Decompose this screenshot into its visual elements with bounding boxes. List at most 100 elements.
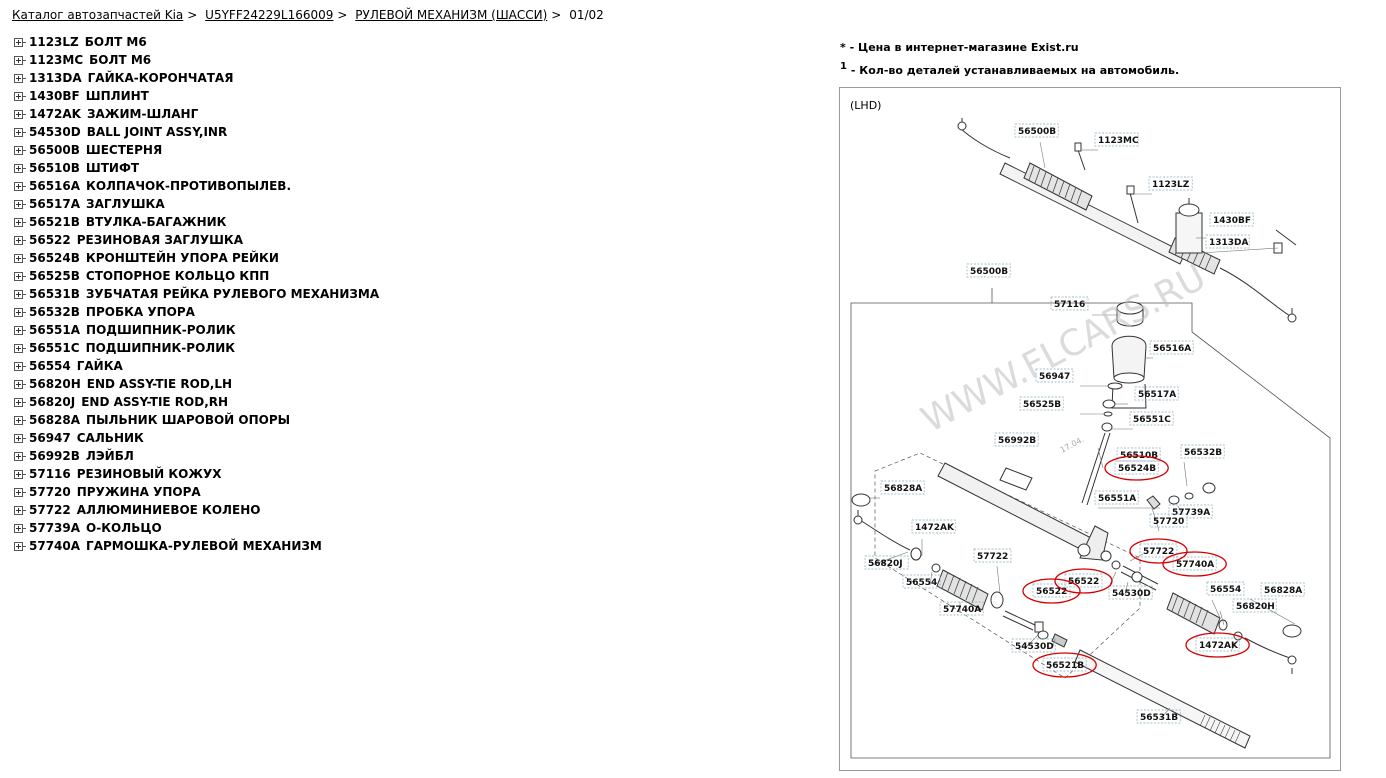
breadcrumb-separator: > — [551, 8, 562, 22]
expand-plus-icon[interactable] — [14, 343, 26, 353]
expand-plus-icon[interactable] — [14, 181, 26, 191]
expand-plus-icon[interactable] — [14, 199, 26, 209]
callout-label[interactable]: 56820J — [868, 559, 903, 569]
expand-plus-icon[interactable] — [14, 235, 26, 245]
callout-label[interactable]: 56551A — [1098, 494, 1136, 504]
expand-plus-icon[interactable] — [14, 163, 26, 173]
callout-label[interactable]: 56828A — [1264, 586, 1302, 596]
callout-label[interactable]: 56517A — [1138, 390, 1176, 400]
callout-label[interactable]: 56828A — [884, 484, 922, 494]
expand-plus-icon[interactable] — [14, 307, 26, 317]
expand-plus-icon[interactable] — [14, 109, 26, 119]
expand-plus-icon[interactable] — [14, 379, 26, 389]
expand-plus-icon[interactable] — [14, 145, 26, 155]
callout-label[interactable]: 56522 — [1068, 577, 1099, 587]
callout-label[interactable]: 56554 — [1210, 585, 1241, 595]
expand-plus-icon[interactable] — [14, 73, 26, 83]
callout-label[interactable]: 57740A — [1176, 560, 1214, 570]
expand-plus-icon[interactable] — [14, 397, 26, 407]
expand-plus-icon[interactable] — [14, 433, 26, 443]
callout-label[interactable]: 56525B — [1023, 400, 1061, 410]
callout-label[interactable]: 1123MC — [1098, 136, 1139, 146]
callout-label[interactable]: 57740A — [943, 605, 981, 615]
expand-plus-icon[interactable] — [14, 91, 26, 101]
expand-plus-icon[interactable] — [14, 253, 26, 263]
callout-label[interactable]: 56554 — [906, 578, 937, 588]
expand-plus-icon[interactable] — [14, 271, 26, 281]
callout-label[interactable]: 1430BF — [1213, 216, 1251, 226]
callout-label[interactable]: 1472AK — [915, 523, 955, 533]
expand-plus-icon[interactable] — [14, 415, 26, 425]
breadcrumb-vin-link[interactable]: U5YFF24229L166009 — [205, 8, 334, 22]
callout-label[interactable]: 56500B — [970, 267, 1008, 277]
part-code: 56510B — [29, 161, 80, 175]
expand-plus-icon[interactable] — [14, 217, 26, 227]
expand-plus-icon[interactable] — [14, 289, 26, 299]
callout-label[interactable]: 57116 — [1054, 300, 1085, 310]
expand-plus-icon[interactable] — [14, 469, 26, 479]
highlight-ellipse — [1032, 652, 1097, 678]
callout-label[interactable]: 57739A — [1172, 508, 1210, 518]
expand-plus-icon[interactable] — [14, 55, 26, 65]
callout-label[interactable]: 57722 — [977, 552, 1008, 562]
callout-label[interactable]: 56820H — [1236, 602, 1275, 612]
callout-label[interactable]: 54530D — [1015, 642, 1054, 652]
callout-label[interactable]: 56500B — [1018, 127, 1056, 137]
expand-plus-icon[interactable] — [14, 37, 26, 47]
callout-label[interactable]: 1472AK — [1199, 641, 1239, 651]
expand-plus-icon[interactable] — [14, 505, 26, 515]
callout-label[interactable]: 56947 — [1039, 372, 1070, 382]
expand-plus-icon[interactable] — [14, 523, 26, 533]
breadcrumb-section-link[interactable]: РУЛЕВОЙ МЕХАНИЗМ (ШАССИ) — [355, 8, 548, 22]
breadcrumb-catalog-link[interactable]: Каталог автозапчастей Kia — [12, 8, 184, 22]
callout-label[interactable]: 54530D — [1112, 589, 1151, 599]
callout-label[interactable]: 56532B — [1184, 448, 1222, 458]
callout-label[interactable]: 56522 — [1036, 587, 1067, 597]
expand-plus-icon[interactable] — [14, 451, 26, 461]
callout-label[interactable]: 56531B — [1140, 713, 1178, 723]
callout-label[interactable]: 57720 — [1153, 517, 1184, 527]
expand-plus-icon[interactable] — [14, 127, 26, 137]
callout-label[interactable]: 56516A — [1153, 344, 1191, 354]
expand-plus-icon[interactable] — [14, 361, 26, 371]
expand-plus-icon[interactable] — [14, 541, 26, 551]
callout-label[interactable]: 56524B — [1118, 464, 1156, 474]
callout-label[interactable]: 56992B — [998, 436, 1036, 446]
expand-plus-icon[interactable] — [14, 325, 26, 335]
callout-label[interactable]: 57722 — [1143, 547, 1174, 557]
callout-label[interactable]: 56521B — [1046, 661, 1084, 671]
callout-label[interactable]: 56551C — [1133, 415, 1171, 425]
callout-label[interactable]: 1313DA — [1209, 238, 1249, 248]
callout-label[interactable]: 1123LZ — [1152, 180, 1190, 190]
expand-plus-icon[interactable] — [14, 487, 26, 497]
